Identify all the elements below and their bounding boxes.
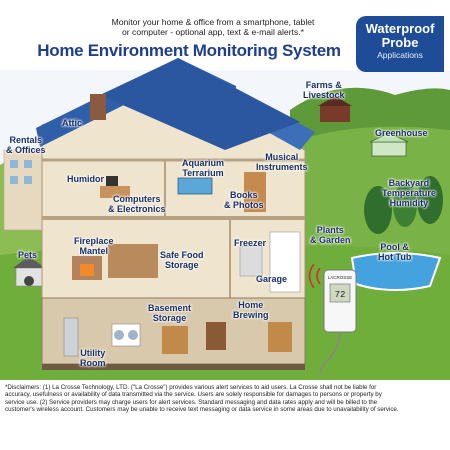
computer-desk bbox=[100, 186, 130, 198]
bookshelf bbox=[244, 172, 266, 212]
building-window bbox=[10, 176, 18, 184]
building-window bbox=[10, 160, 18, 168]
barn-roof bbox=[318, 96, 352, 106]
aquarium-tank bbox=[177, 177, 213, 195]
label-greenhouse: Greenhouse bbox=[375, 128, 428, 138]
dog-house-door bbox=[24, 276, 34, 286]
brew-crate bbox=[268, 322, 292, 352]
sensor-brand: LACROSSE bbox=[328, 275, 353, 280]
dog-house-roof bbox=[13, 256, 45, 268]
building-window bbox=[24, 160, 32, 168]
kitchen-cabinets bbox=[108, 244, 158, 278]
garage-door bbox=[269, 231, 301, 293]
sensor-display bbox=[329, 283, 351, 303]
waterproof-probe-badge: Waterproof Probe Applications bbox=[356, 16, 444, 72]
storage-crate bbox=[162, 326, 188, 354]
water-heater bbox=[63, 317, 79, 357]
washer-dryer bbox=[111, 323, 141, 347]
header-text-line-2: or computer - optional app, text & e-mai… bbox=[122, 27, 304, 37]
label-pets: Pets bbox=[18, 250, 38, 260]
fire bbox=[80, 264, 94, 276]
tree bbox=[364, 186, 392, 234]
label-rentals: Rentals& Offices bbox=[6, 135, 46, 155]
tree bbox=[417, 176, 443, 224]
wireless-signal-icon bbox=[316, 267, 321, 285]
tree bbox=[393, 183, 417, 227]
page-title: Home Environment Monitoring System bbox=[37, 41, 341, 60]
monitor bbox=[106, 176, 118, 186]
badge-line-3: Applications bbox=[377, 50, 423, 60]
badge-line-1: Waterproof bbox=[365, 21, 435, 36]
disclaimer: *Disclaimers: (1) La Crosse Technology, … bbox=[5, 384, 445, 414]
greenhouse-building bbox=[371, 141, 407, 157]
washer-door bbox=[114, 330, 124, 340]
disclaimer-line: *Disclaimers: (1) La Crosse Technology, … bbox=[5, 384, 377, 391]
pool bbox=[350, 252, 442, 292]
disclaimer-line: service use. (2) Service providers may c… bbox=[5, 398, 378, 406]
roof-top bbox=[100, 58, 300, 150]
label-humidor: Humidor bbox=[67, 174, 104, 184]
building-window bbox=[24, 176, 32, 184]
label-attic: Attic bbox=[62, 118, 82, 128]
label-plants: Plants& Garden bbox=[310, 225, 351, 245]
label-freezer: Freezer bbox=[234, 238, 267, 248]
disclaimer-line: accuracy, usefulness or availability of … bbox=[5, 391, 382, 399]
header-text-line-1: Monitor your home & office from a smartp… bbox=[111, 17, 315, 27]
sensor-reading: 72 bbox=[335, 290, 346, 300]
probe-cable bbox=[319, 331, 341, 375]
dryer-door bbox=[128, 330, 138, 340]
basement-floor bbox=[42, 364, 305, 370]
freezer-unit bbox=[239, 245, 263, 277]
label-books: Books& Photos bbox=[224, 190, 264, 210]
greenhouse-roof bbox=[369, 132, 409, 143]
barn bbox=[320, 106, 350, 122]
label-computers: Computers& Electronics bbox=[108, 194, 166, 214]
disclaimer-line: customer's wireless account. Customers m… bbox=[5, 406, 399, 414]
label-garage: Garage bbox=[256, 274, 288, 284]
badge-line-2: Probe bbox=[381, 35, 419, 50]
brew-barrel bbox=[206, 322, 226, 350]
wireless-signal-icon bbox=[308, 263, 315, 289]
chimney bbox=[90, 94, 106, 120]
header-text: Monitor your home & office from a smartp… bbox=[70, 17, 356, 37]
label-farms: Farms &Livestock bbox=[303, 80, 345, 100]
label-pool: Pool &Hot Tub bbox=[378, 242, 412, 262]
